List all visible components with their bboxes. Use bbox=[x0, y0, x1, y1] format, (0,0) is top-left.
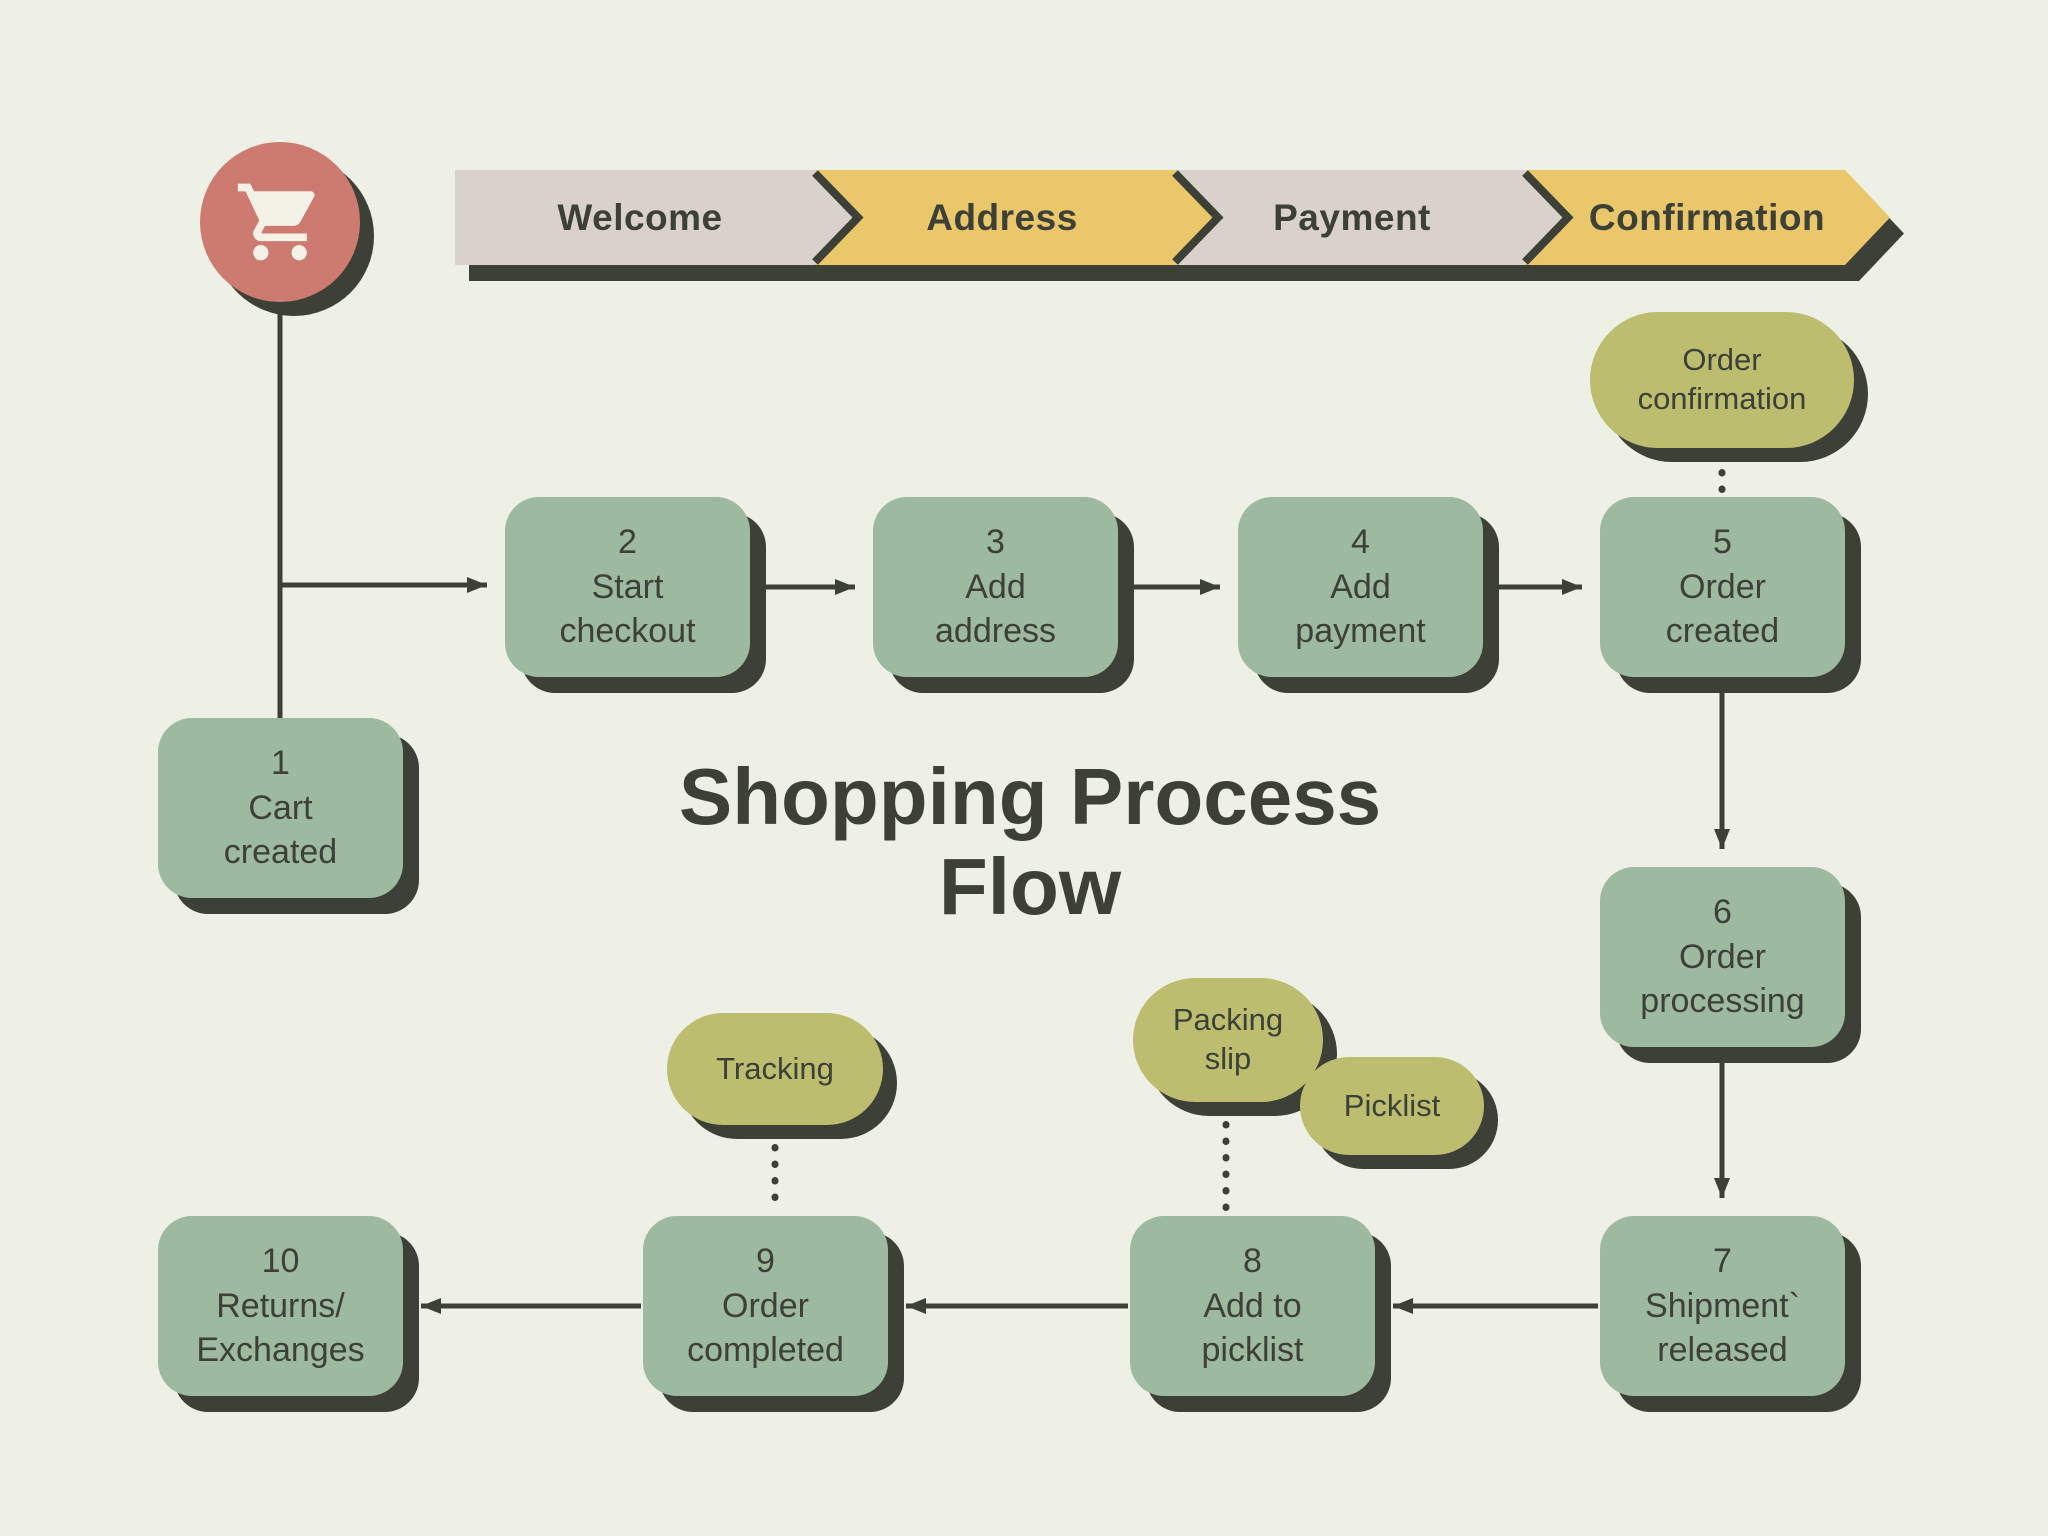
node-label: Add address bbox=[935, 567, 1056, 651]
node-10-returns-exchanges: 10 Returns/ Exchanges bbox=[158, 1216, 403, 1396]
banner-separator-2 bbox=[1172, 170, 1224, 265]
banner-segment-confirmation bbox=[1525, 170, 1890, 265]
banner-segment-payment bbox=[1175, 170, 1570, 265]
node-label: Order created bbox=[1665, 567, 1780, 651]
node-1-cart-created: 1 Cart created bbox=[158, 718, 403, 898]
node-number: 1 bbox=[271, 743, 290, 782]
node-label: Order processing bbox=[1640, 937, 1805, 1021]
banner-segment-address bbox=[815, 170, 1220, 265]
banner-step-address: Address bbox=[926, 197, 1078, 238]
pill-packing-slip: Packing slip bbox=[1133, 978, 1323, 1102]
node-5-order-created: 5 Order created bbox=[1600, 497, 1845, 677]
page-title: Shopping Process Flow bbox=[678, 752, 1382, 932]
banner-segment-welcome bbox=[455, 170, 860, 265]
node-number: 7 bbox=[1713, 1241, 1732, 1280]
node-number: 4 bbox=[1351, 522, 1370, 561]
node-number: 10 bbox=[261, 1241, 300, 1280]
cart-badge bbox=[200, 142, 360, 302]
node-3-add-address: 3 Add address bbox=[873, 497, 1118, 677]
shopping-cart-icon bbox=[237, 183, 315, 261]
node-label: Add payment bbox=[1295, 567, 1426, 651]
banner-step-welcome: Welcome bbox=[557, 197, 723, 238]
node-label: Add to picklist bbox=[1201, 1286, 1304, 1370]
node-number: 9 bbox=[756, 1241, 775, 1280]
banner-separator-1 bbox=[812, 170, 864, 265]
node-9-order-completed: 9 Order completed bbox=[643, 1216, 888, 1396]
node-number: 5 bbox=[1713, 522, 1732, 561]
node-2-start-checkout: 2 Start checkout bbox=[505, 497, 750, 677]
node-label: Shipment` released bbox=[1645, 1286, 1800, 1370]
pill-label: Order confirmation bbox=[1637, 342, 1807, 416]
banner-step-confirmation: Confirmation bbox=[1588, 197, 1826, 238]
node-label: Cart created bbox=[223, 788, 338, 872]
banner-step-payment: Payment bbox=[1273, 197, 1431, 238]
node-label: Order completed bbox=[687, 1286, 844, 1370]
node-label: Returns/ Exchanges bbox=[196, 1286, 365, 1370]
pill-picklist: Picklist bbox=[1300, 1057, 1484, 1155]
node-4-add-payment: 4 Add payment bbox=[1238, 497, 1483, 677]
pill-label: Tracking bbox=[716, 1050, 834, 1086]
node-number: 3 bbox=[986, 522, 1005, 561]
pill-order-confirmation: Order confirmation bbox=[1590, 312, 1854, 448]
node-number: 6 bbox=[1713, 892, 1732, 931]
banner-separator-3 bbox=[1522, 170, 1574, 265]
node-label: Start checkout bbox=[559, 567, 696, 651]
pill-label: Picklist bbox=[1343, 1087, 1441, 1123]
node-6-order-processing: 6 Order processing bbox=[1600, 867, 1845, 1047]
pill-tracking: Tracking bbox=[667, 1013, 883, 1125]
pill-label: Packing slip bbox=[1172, 1002, 1284, 1076]
node-number: 2 bbox=[618, 522, 637, 561]
node-7-shipment-released: 7 Shipment` released bbox=[1600, 1216, 1845, 1396]
node-8-add-to-picklist: 8 Add to picklist bbox=[1130, 1216, 1375, 1396]
node-number: 8 bbox=[1243, 1241, 1262, 1280]
